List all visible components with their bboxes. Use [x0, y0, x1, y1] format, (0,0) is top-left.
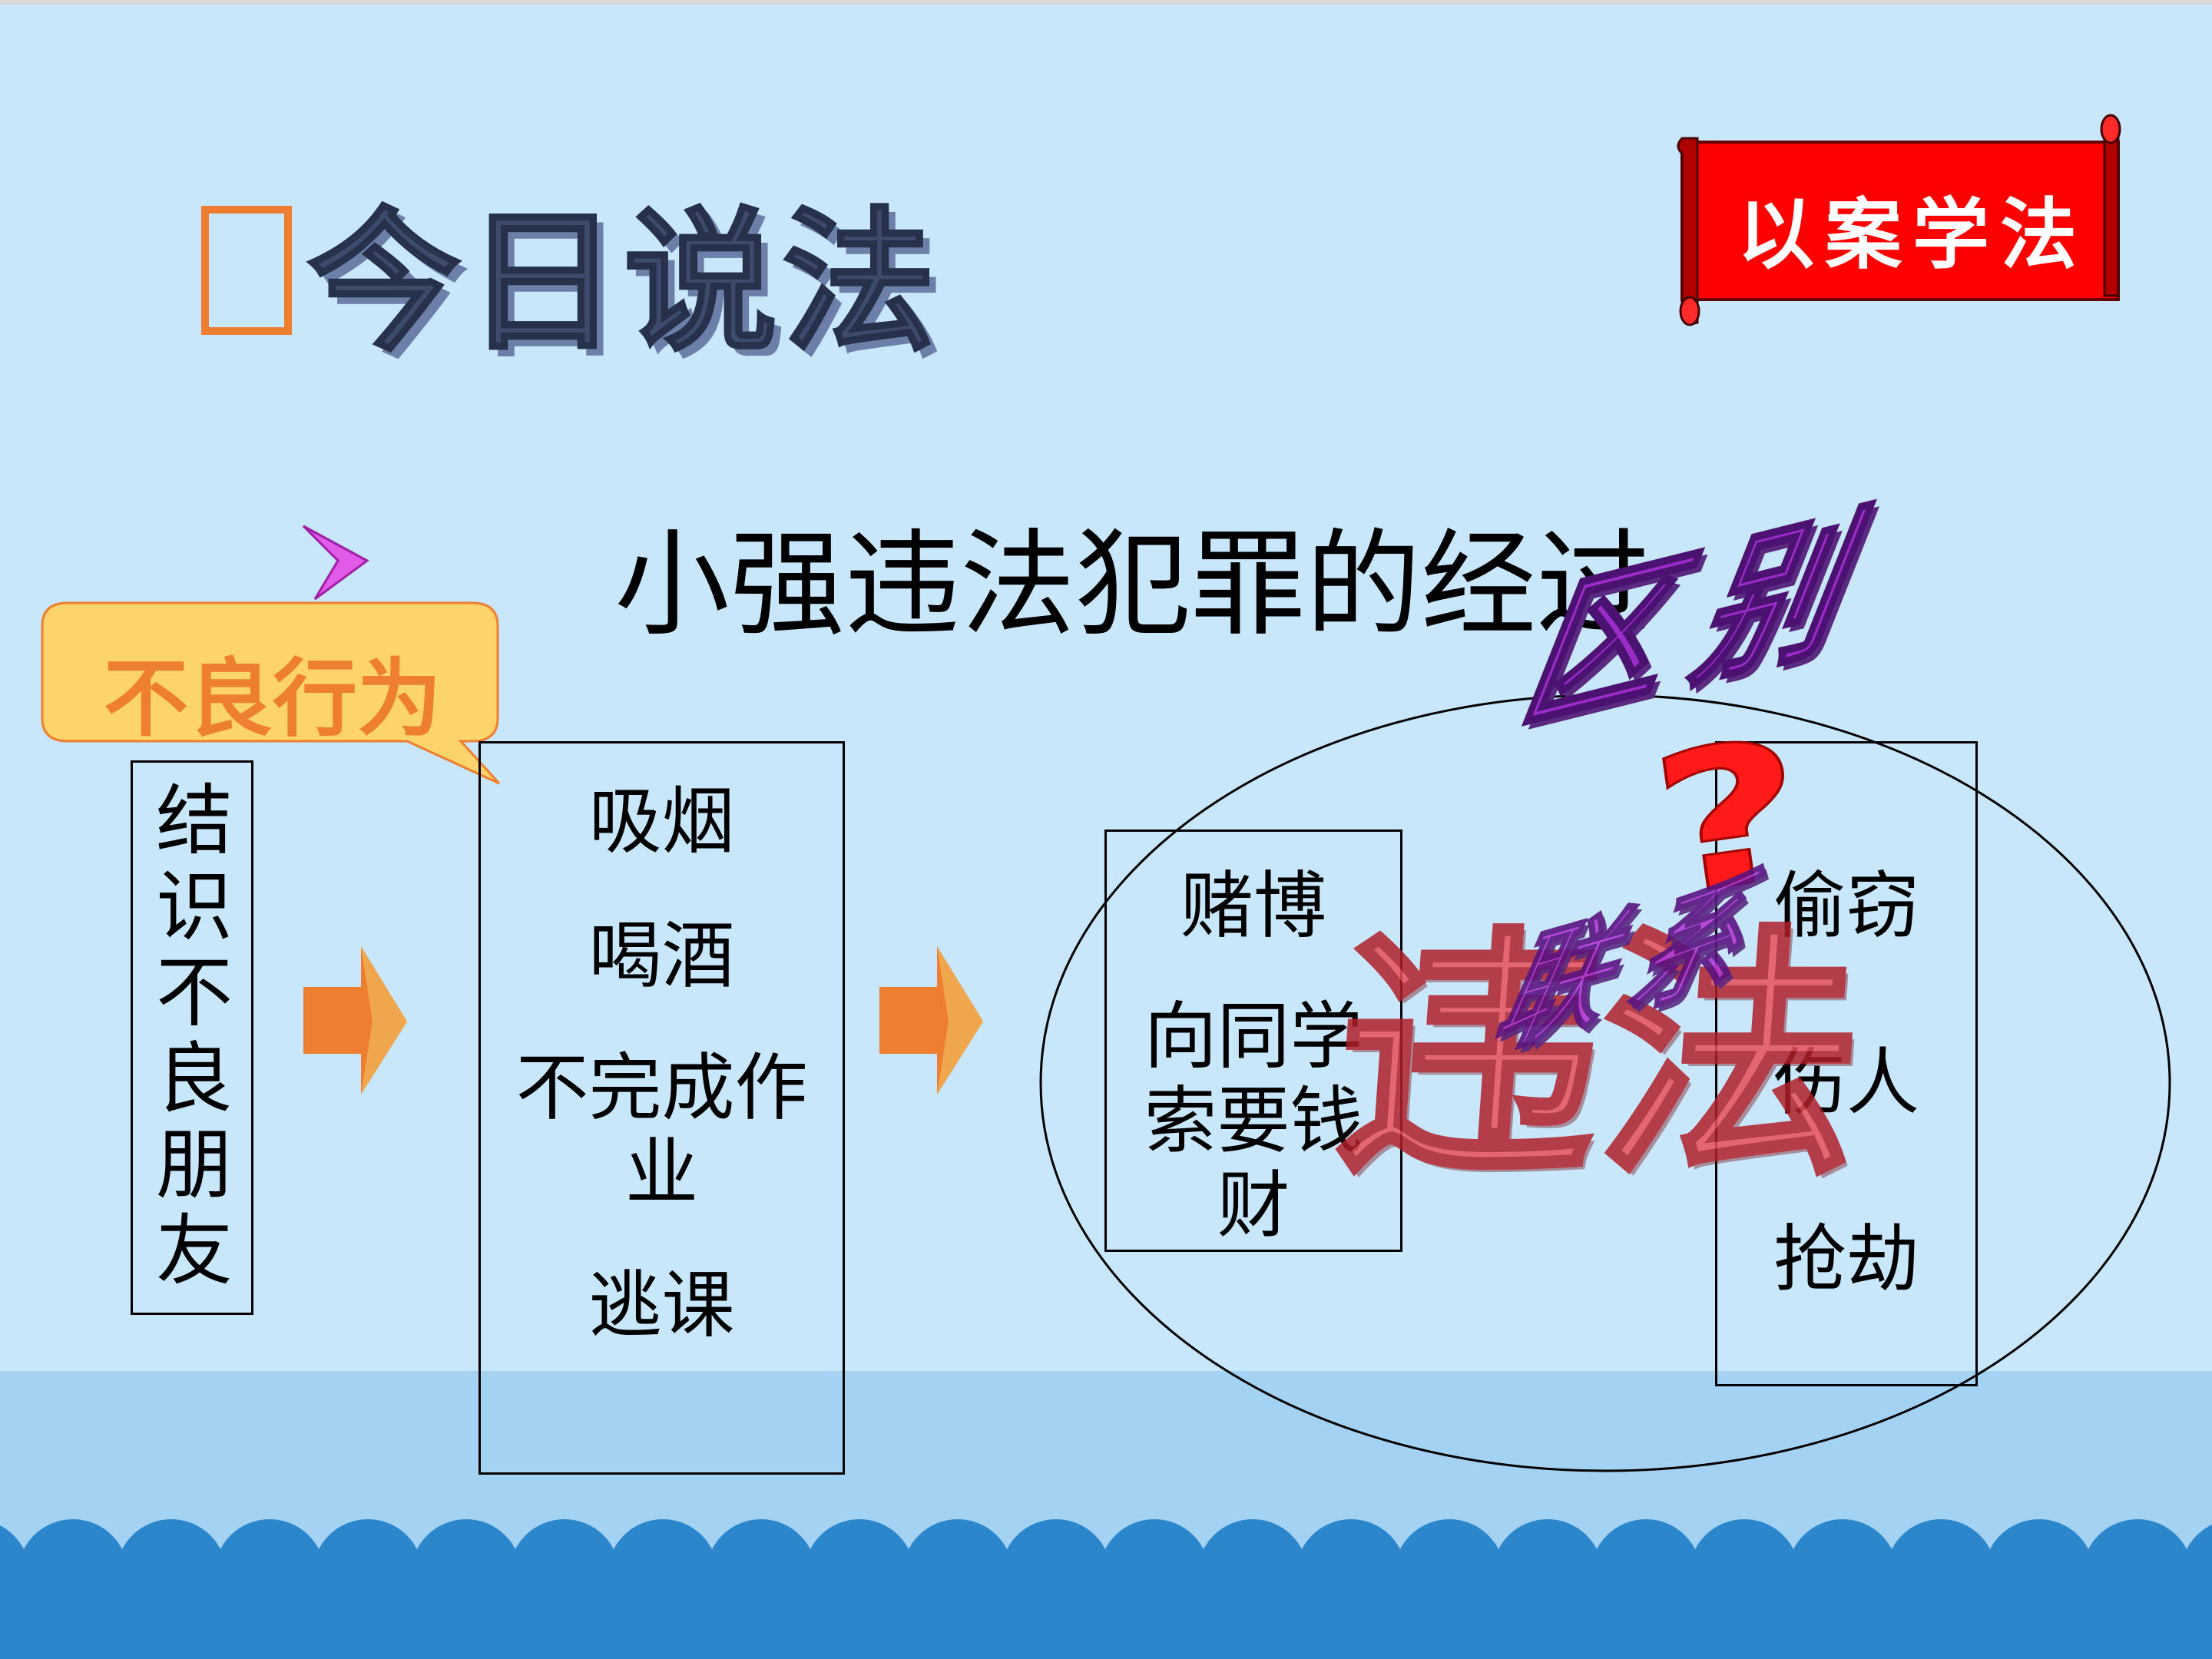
behavior-drinking: 喝酒 [588, 914, 735, 998]
act-gambling: 赌博 [1180, 864, 1326, 949]
act-extortion-line3: 财 [1217, 1164, 1290, 1248]
crime-injury: 伤人 [1773, 1041, 1919, 1125]
vertical-char: 朋 [156, 1120, 233, 1210]
crime-ellipse [1039, 694, 2171, 1472]
crime-theft: 偷窃 [1773, 864, 1919, 949]
callout-label: 不良行为 [104, 650, 442, 748]
scroll-banner-label: 以案学法 [1737, 189, 2088, 280]
behavior-truancy: 逃课 [588, 1263, 735, 1348]
act-extortion-line2: 索要钱 [1144, 1079, 1363, 1164]
arrow-right-icon-2 [879, 946, 983, 1094]
page-title: 今日说法 [306, 193, 941, 374]
scroll-banner-icon [1677, 114, 2121, 326]
behavior-smoking: 吸烟 [588, 780, 735, 864]
top-border [0, 0, 2212, 5]
waves-decoration [0, 1519, 2212, 1659]
title-bullet-box [201, 206, 292, 335]
box-crimes: 偷窃 伤人 抢劫 [1715, 741, 1978, 1386]
vertical-text-bad-friends: 结识不良朋友 [133, 763, 256, 1294]
box-bad-friends: 结识不良朋友 [131, 760, 253, 1315]
behavior-homework-line1: 不完成作 [515, 1046, 808, 1131]
vertical-char: 识 [156, 862, 233, 952]
crime-robbery: 抢劫 [1773, 1217, 1919, 1302]
box-bad-behaviors: 吸烟 喝酒 不完成作 业 逃课 [478, 741, 845, 1475]
behavior-homework-line2: 业 [624, 1131, 698, 1215]
box-illegal-acts: 赌博 向同学 索要钱 财 [1104, 830, 1402, 1252]
subtitle: 小强违法犯罪的经过 [614, 518, 1652, 652]
vertical-char: 结 [156, 776, 233, 866]
pointer-arrow-icon [302, 525, 369, 601]
vertical-char: 友 [156, 1206, 233, 1296]
vertical-char: 良 [156, 1034, 233, 1124]
arrow-right-icon-1 [303, 946, 407, 1094]
act-extortion-line1: 向同学 [1144, 995, 1363, 1079]
vertical-char: 不 [156, 948, 233, 1038]
